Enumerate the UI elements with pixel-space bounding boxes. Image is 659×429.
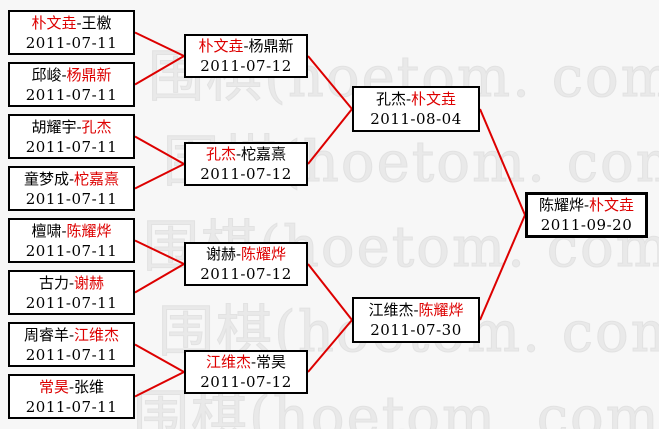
players-line: 童梦成-柁嘉熹 xyxy=(10,169,133,189)
match-date: 2011-07-12 xyxy=(200,265,292,283)
match-date: 2011-07-12 xyxy=(200,57,292,75)
loser-name: 童梦成 xyxy=(23,169,69,188)
name-separator: - xyxy=(61,221,67,240)
loser-name: 杨鼎新 xyxy=(248,37,294,55)
loser-name: 孔杰 xyxy=(375,90,406,108)
match-date: 2011-07-11 xyxy=(25,397,118,416)
name-separator: - xyxy=(235,145,242,163)
players-line: 陈耀烨-朴文垚 xyxy=(528,195,645,215)
loser-name: 邱峻 xyxy=(31,65,62,84)
winner-name: 朴文垚 xyxy=(198,37,244,55)
loser-name: 檀啸 xyxy=(31,221,62,240)
match-date: 2011-07-11 xyxy=(25,137,118,156)
match-date: 2011-07-11 xyxy=(25,345,118,364)
match-date: 2011-07-12 xyxy=(200,373,292,391)
loser-name: 柁嘉熹 xyxy=(241,145,287,163)
name-separator: - xyxy=(250,353,257,371)
winner-name: 江维杰 xyxy=(74,325,120,344)
match-date: 2011-09-20 xyxy=(540,216,633,234)
loser-name: 陈耀烨 xyxy=(538,196,584,214)
players-line: 邱峻-杨鼎新 xyxy=(10,65,133,85)
name-separator: - xyxy=(68,169,75,188)
players-line: 周睿羊-江维杰 xyxy=(10,325,133,345)
name-separator: - xyxy=(68,325,75,344)
winner-name: 谢赫 xyxy=(74,273,105,292)
players-line: 檀啸-陈耀烨 xyxy=(10,221,133,241)
name-separator: - xyxy=(413,301,419,319)
players-line: 朴文垚-杨鼎新 xyxy=(186,36,306,56)
loser-name: 古力 xyxy=(38,273,69,292)
winner-name: 杨鼎新 xyxy=(66,65,112,84)
name-separator: - xyxy=(76,13,82,32)
players-line: 谢赫-陈耀烨 xyxy=(186,244,306,264)
loser-name: 胡耀宇 xyxy=(31,117,77,136)
winner-name: 朴文垚 xyxy=(589,196,635,214)
players-line: 孔杰-朴文垚 xyxy=(354,89,478,109)
name-separator: - xyxy=(61,65,67,84)
winner-name: 朴文垚 xyxy=(411,90,457,108)
loser-name: 江维杰 xyxy=(368,301,414,319)
winner-name: 常昊 xyxy=(38,377,69,396)
name-separator: - xyxy=(68,273,75,292)
winner-name: 柁嘉熹 xyxy=(74,169,120,188)
players-line: 朴文垚-王檄 xyxy=(10,13,133,33)
winner-name: 陈耀烨 xyxy=(66,221,112,240)
name-separator: - xyxy=(583,196,590,214)
match-date: 2011-07-12 xyxy=(200,165,292,183)
winner-name: 朴文垚 xyxy=(31,13,77,32)
players-line: 孔杰-柁嘉熹 xyxy=(186,144,306,164)
match-date: 2011-07-11 xyxy=(25,293,118,312)
winner-name: 陈耀烨 xyxy=(418,301,464,319)
players-line: 常昊-张维 xyxy=(10,377,133,397)
players-line: 古力-谢赫 xyxy=(10,273,133,293)
name-separator: - xyxy=(405,90,412,108)
match-date: 2011-07-30 xyxy=(370,321,462,339)
match-date: 2011-07-11 xyxy=(25,241,118,260)
loser-name: 周睿羊 xyxy=(23,325,69,344)
players-line: 胡耀宇-孔杰 xyxy=(10,117,133,137)
players-line: 江维杰-陈耀烨 xyxy=(354,300,478,320)
name-separator: - xyxy=(235,245,242,263)
loser-name: 张维 xyxy=(74,377,105,396)
name-separator: - xyxy=(243,37,249,55)
winner-name: 陈耀烨 xyxy=(241,245,287,263)
winner-name: 孔杰 xyxy=(205,145,236,163)
winner-name: 江维杰 xyxy=(205,353,251,371)
players-line: 江维杰-常昊 xyxy=(186,352,306,372)
match-date: 2011-08-04 xyxy=(370,110,462,128)
match-date: 2011-07-11 xyxy=(25,85,118,104)
match-date: 2011-07-11 xyxy=(25,33,118,52)
name-separator: - xyxy=(76,117,82,136)
loser-name: 谢赫 xyxy=(205,245,236,263)
name-separator: - xyxy=(68,377,75,396)
loser-name: 王檄 xyxy=(81,13,112,32)
match-date: 2011-07-11 xyxy=(25,189,118,208)
loser-name: 常昊 xyxy=(256,353,287,371)
winner-name: 孔杰 xyxy=(81,117,112,136)
